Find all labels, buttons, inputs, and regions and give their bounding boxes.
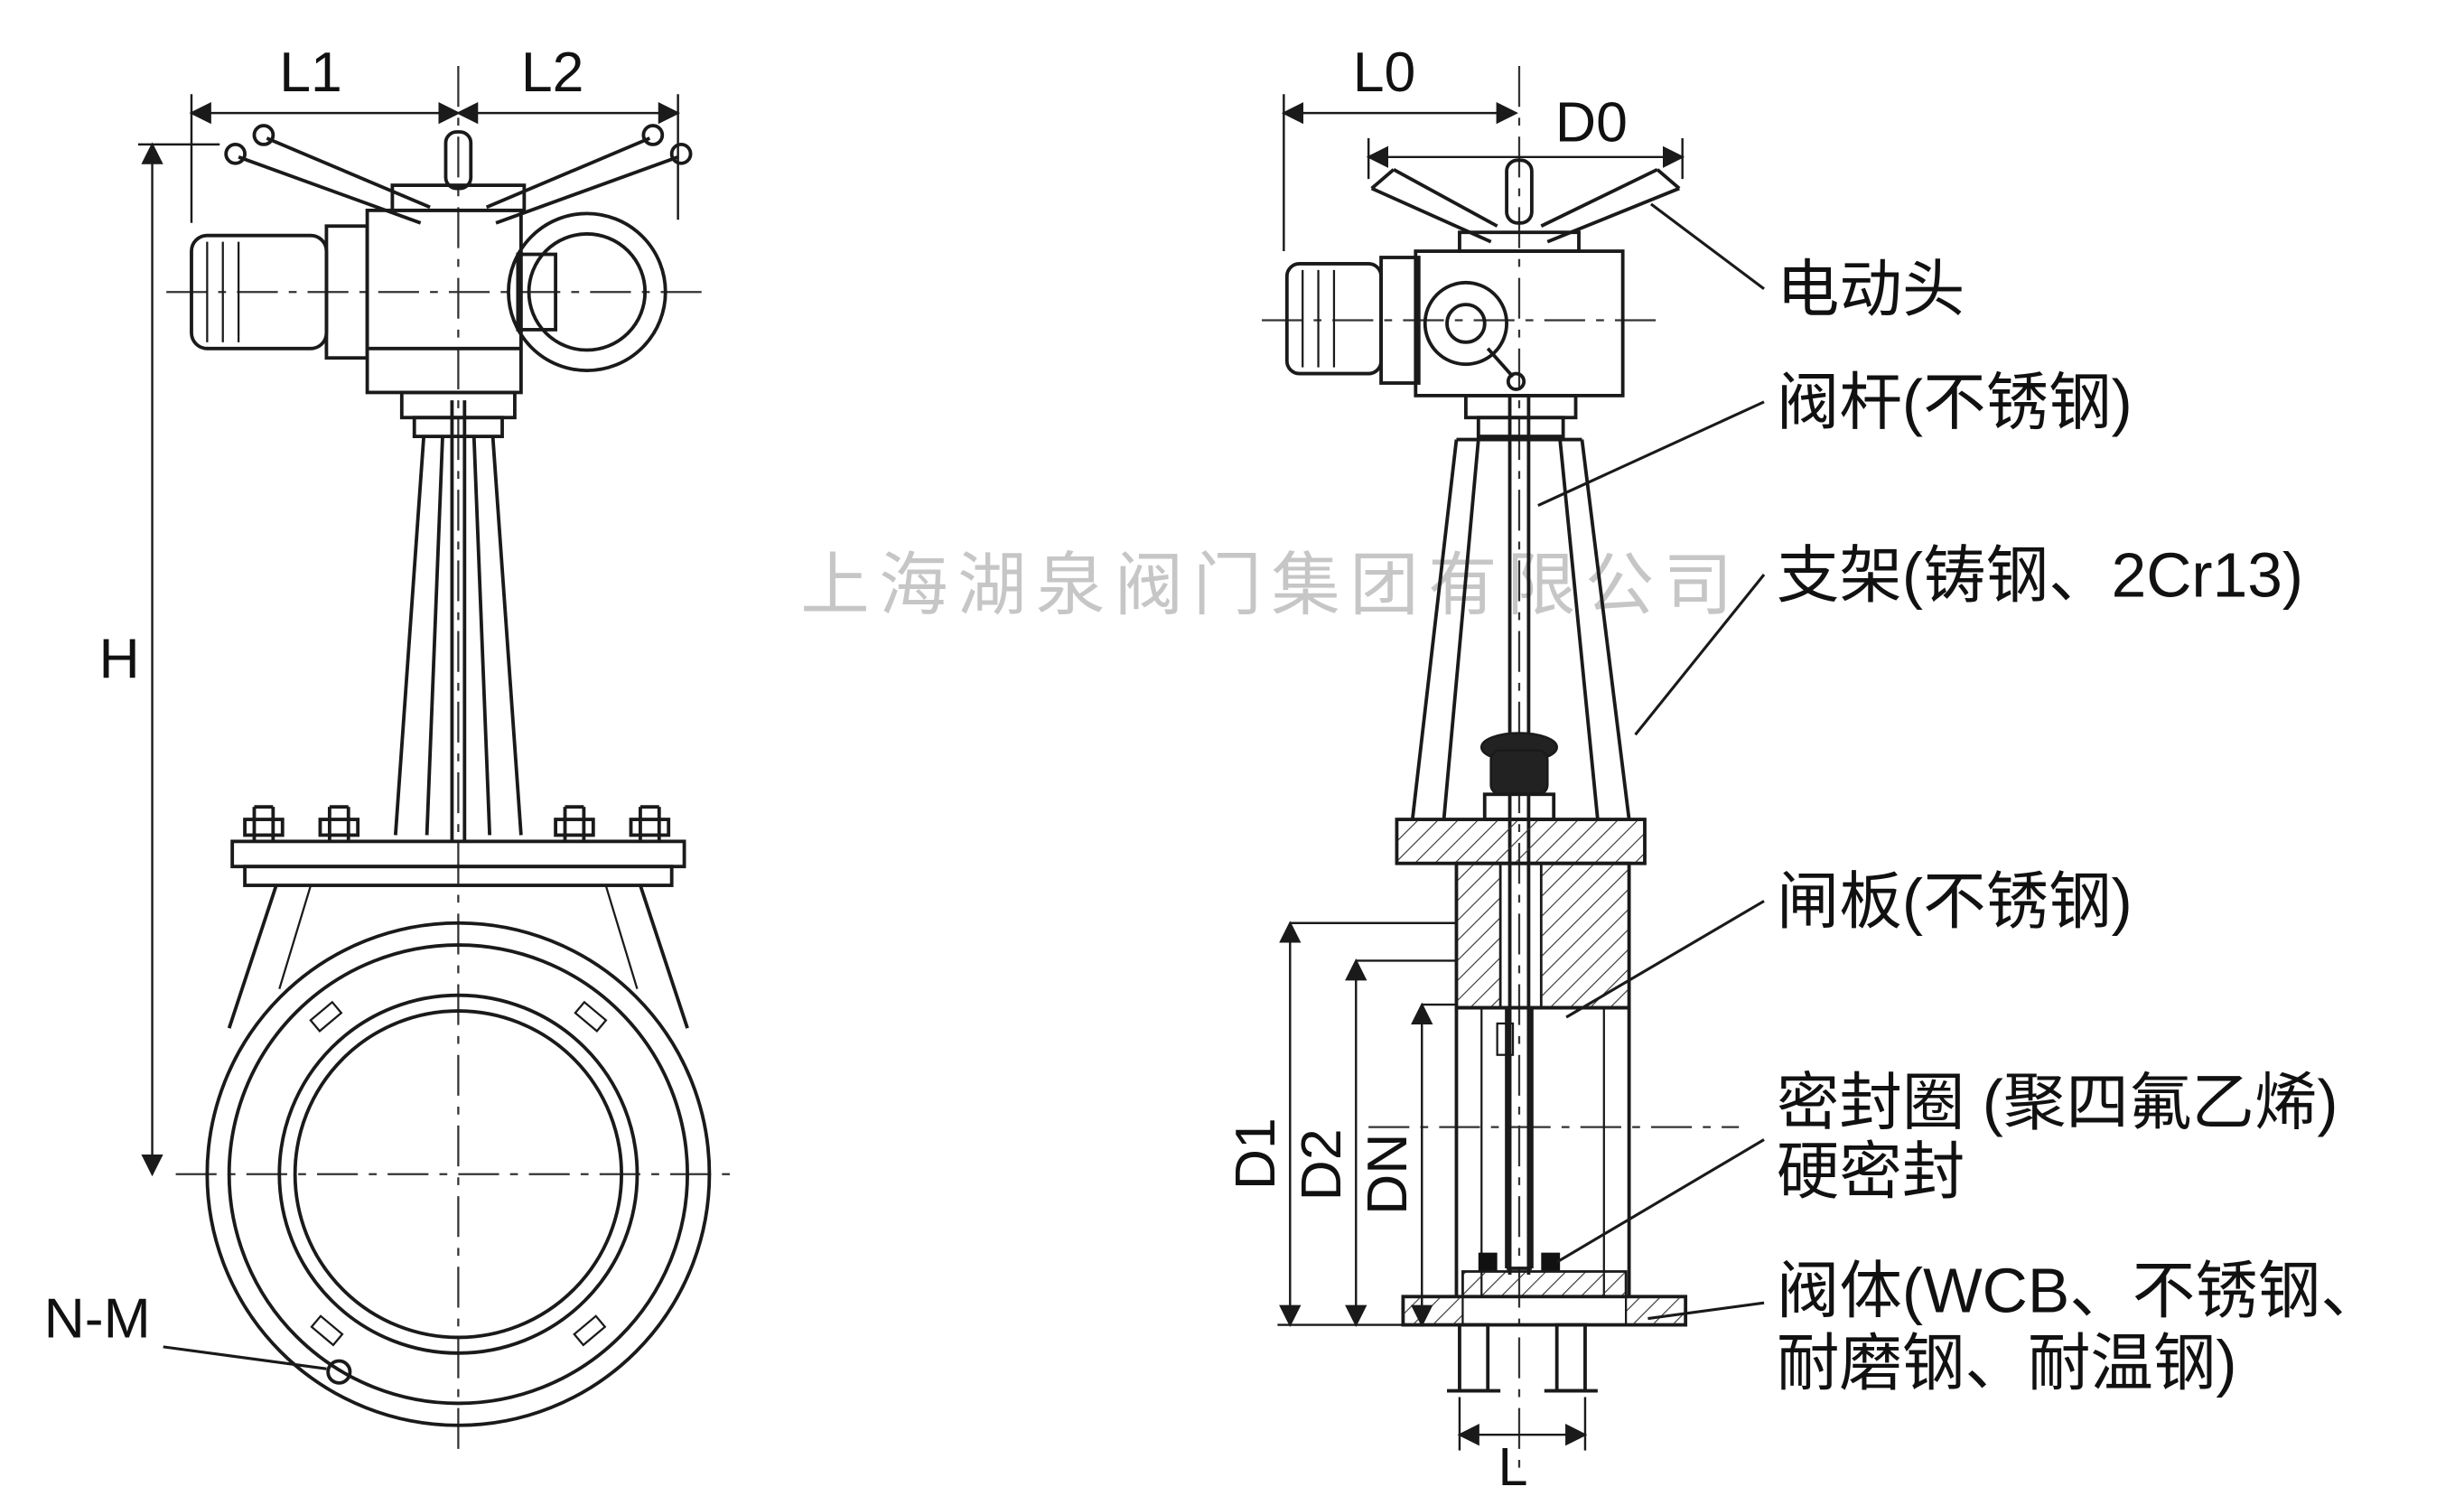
handwheel-front — [507, 211, 667, 373]
side-view: L0 D0 D1 D2 DN L — [1224, 41, 1740, 1496]
front-actuator — [190, 124, 693, 439]
handwheel-side — [1423, 280, 1508, 367]
dim-DN-label: DN — [1356, 1134, 1419, 1215]
annotation-body-line2: 耐磨钢、耐温钢) — [1777, 1328, 2237, 1398]
side-actuator — [1284, 158, 1681, 439]
side-centerlines — [1262, 66, 1740, 1476]
dim-L-label: L — [1498, 1437, 1528, 1496]
seat — [1461, 1270, 1628, 1298]
front-centerlines — [166, 66, 742, 1460]
annotation-seal-line1: 密封圈 (聚四氟乙烯) — [1777, 1067, 2338, 1137]
dim-L0-label: L0 — [1353, 41, 1416, 104]
bolt-hole — [326, 1359, 352, 1385]
flange-stud — [243, 805, 285, 842]
side-bracket-bonnet — [1395, 818, 1647, 1010]
front-view: L1 L2 H N-M — [44, 41, 742, 1460]
dim-D0-label: D0 — [1555, 90, 1628, 154]
callout-annotations: 电动头 阀杆(不锈钢) 支架(铸钢、2Cr13) 闸板(不锈钢) 密封圈 (聚四… — [1537, 202, 2384, 1398]
flange-stud — [629, 805, 671, 842]
dim-H-label: H — [98, 628, 139, 691]
annotation-body-line1: 阀体(WCB、不锈钢、 — [1777, 1256, 2384, 1326]
bracket-plate — [1395, 818, 1647, 865]
top-pin — [443, 130, 473, 191]
flange-stud — [318, 805, 360, 842]
annotation-stem: 阀杆(不锈钢) — [1777, 367, 2133, 437]
dim-NM-label: N-M — [44, 1286, 151, 1350]
seal-ring — [1478, 1252, 1498, 1272]
dim-D2-label: D2 — [1290, 1128, 1353, 1201]
front-dimensions: L1 L2 H N-M — [44, 41, 681, 1370]
annotation-seal-line2: 硬密封 — [1777, 1136, 1965, 1207]
annotation-bracket: 支架(铸钢、2Cr13) — [1777, 539, 2303, 610]
front-body — [205, 921, 712, 1427]
front-yoke-stem — [393, 400, 523, 840]
annotation-actuator: 电动头 — [1777, 254, 1965, 324]
annotation-gate: 闸板(不锈钢) — [1777, 866, 2133, 937]
gearbox-front — [365, 208, 523, 395]
flange-stud — [554, 805, 595, 842]
front-flange — [227, 805, 689, 1029]
side-body — [1401, 1005, 1688, 1393]
body-outer-circle — [205, 921, 712, 1427]
dim-L1-label: L1 — [279, 41, 342, 104]
body-bore-circle — [293, 1009, 623, 1340]
dim-L2-label: L2 — [521, 41, 584, 104]
dim-D1-label: D1 — [1224, 1117, 1287, 1190]
side-dimensions: L0 D0 D1 D2 DN L — [1224, 41, 1685, 1496]
